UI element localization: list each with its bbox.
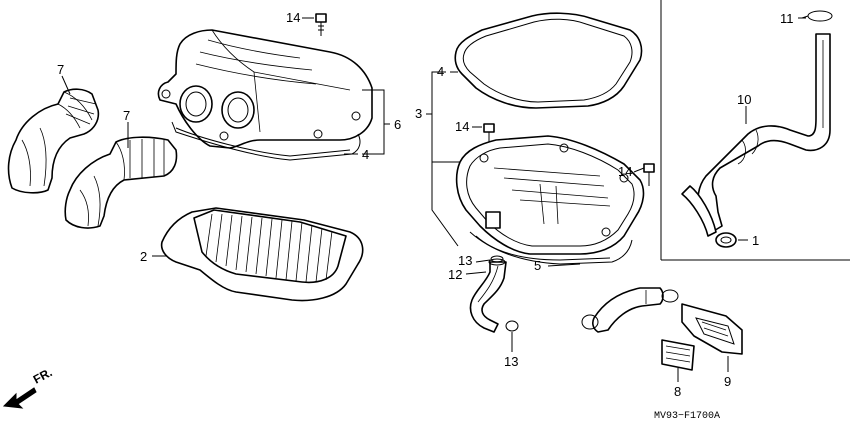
callout-10: 10 <box>737 92 751 107</box>
gasket-upper <box>454 12 643 109</box>
clip-upper <box>490 255 504 263</box>
drain-tube <box>469 258 507 333</box>
connecting-hose <box>592 287 664 333</box>
callout-3: 3 <box>415 106 422 121</box>
callout-1: 1 <box>752 233 759 248</box>
callout-7-left: 7 <box>57 62 64 77</box>
callout-11: 11 <box>780 11 794 26</box>
bolt-top <box>315 13 327 36</box>
intake-duct-right <box>64 136 178 229</box>
callout-2: 2 <box>140 249 147 264</box>
hose-clip-1 <box>715 232 737 248</box>
bolt-right <box>643 163 655 186</box>
resonator-chamber <box>681 303 743 355</box>
front-direction-arrow-icon <box>2 387 37 409</box>
air-filter-element <box>160 207 364 302</box>
callout-8: 8 <box>674 384 681 399</box>
callout-13-lower: 13 <box>504 354 518 369</box>
air-cleaner-case <box>455 135 645 255</box>
callout-9: 9 <box>724 374 731 389</box>
callout-14-top: 14 <box>286 10 300 25</box>
callout-14-right: 14 <box>618 164 632 179</box>
air-cleaner-cover <box>157 29 373 149</box>
callout-7-right: 7 <box>123 108 130 123</box>
callout-14-middle: 14 <box>455 119 469 134</box>
cover-gasket <box>171 121 361 161</box>
clip-lower <box>505 320 519 332</box>
front-direction-label: FR. <box>31 365 55 386</box>
breather-hose <box>681 33 831 237</box>
callout-13-upper: 13 <box>458 253 472 268</box>
hose-clip-11 <box>801 10 833 22</box>
inset-frame <box>660 0 850 261</box>
diagram-code: MV93−F1700A <box>654 411 720 422</box>
callout-6: 6 <box>394 117 401 132</box>
callout-5: 5 <box>534 258 541 273</box>
callout-12: 12 <box>448 267 462 282</box>
callout-4-lower: 4 <box>362 147 369 162</box>
hose-clip-b <box>661 289 679 303</box>
intake-duct-left <box>7 88 100 194</box>
chamber-filter <box>661 339 695 371</box>
hose-clip-a <box>581 314 599 330</box>
